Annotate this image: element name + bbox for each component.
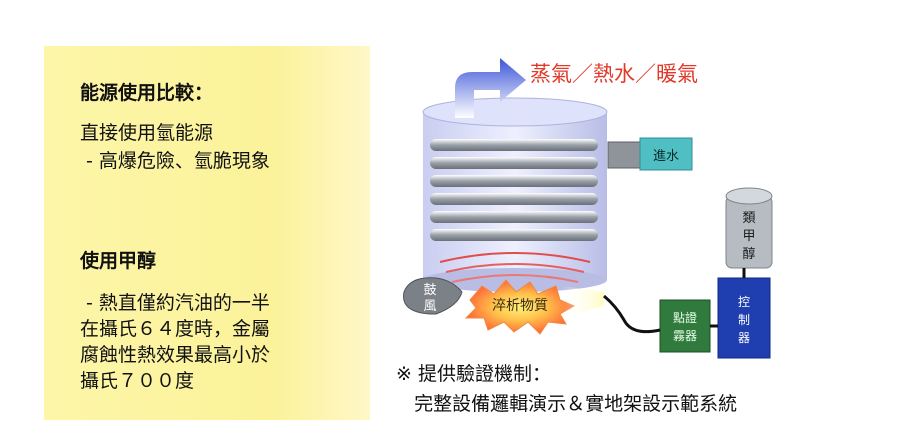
heat-waves	[439, 252, 591, 283]
outputs-label: 蒸氣／熱水／暖氣	[530, 62, 698, 86]
controller-box	[717, 277, 771, 359]
water-inlet-label: 進水	[653, 149, 679, 164]
section2-title: 使用甲醇	[80, 250, 157, 272]
controller-label: 器	[738, 331, 750, 345]
controller-label: 控	[738, 295, 750, 309]
blower-label: 鼓	[423, 283, 436, 298]
note-line: 完整設備邏輯演示＆實地架設示範系統	[396, 393, 738, 415]
section1-line: 直接使用氫能源	[80, 122, 214, 144]
fuel-tank-label: 甲	[742, 229, 755, 244]
section1-title: 能源使用比較：	[80, 82, 214, 104]
fuel-tank-label: 類	[742, 211, 755, 226]
heat-exchanger-coils	[430, 139, 598, 241]
igniter-label: 霧器	[673, 329, 697, 343]
reaction-label: 淬析物質	[492, 298, 548, 314]
blower	[403, 277, 463, 315]
blower-label: 風	[423, 299, 436, 314]
fuel-tank-label: 醇	[742, 246, 755, 262]
section1-line: - 高爆危險、氫脆現象	[80, 150, 270, 172]
info-panel	[44, 46, 370, 420]
water-inlet	[607, 137, 693, 171]
section2-line: - 熱直僅約汽油的一半	[80, 292, 270, 314]
igniter-box	[659, 299, 711, 353]
section2-line: 腐蝕性熱效果最高小於	[80, 344, 271, 366]
note-line: ※ 提供驗證機制：	[396, 363, 551, 385]
igniter-label: 點證	[673, 310, 697, 325]
reaction-burst	[464, 279, 576, 335]
connection-cables	[603, 268, 746, 334]
section2-line: 在攝氏６４度時，金屬	[80, 318, 271, 340]
fuel-tank	[725, 187, 773, 269]
fuel-spray	[562, 286, 604, 318]
steam-outlet-arrow-icon	[455, 58, 526, 118]
section2-line: 攝氏７００度	[80, 370, 195, 392]
controller-label: 制	[738, 313, 750, 327]
